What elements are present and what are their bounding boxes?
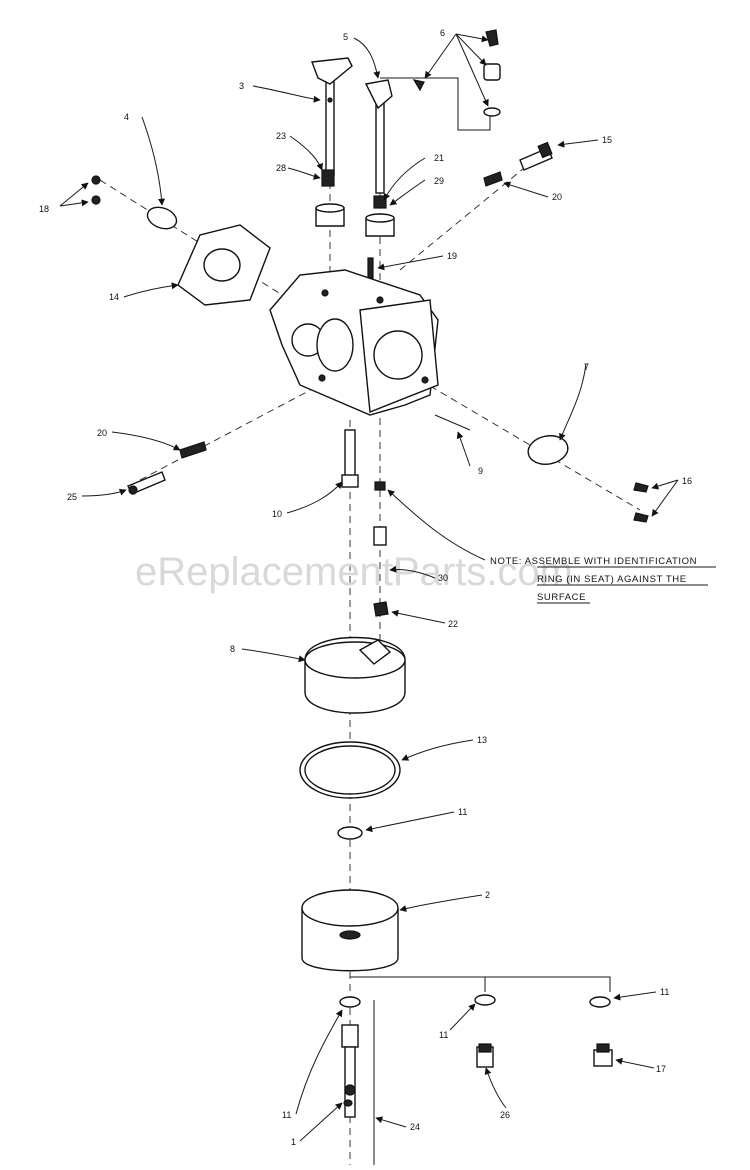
plate-part-4 bbox=[146, 206, 178, 230]
watermark: eReplacementParts.com bbox=[135, 550, 573, 594]
screws-part-16 bbox=[633, 482, 649, 523]
plate-part-7 bbox=[527, 435, 569, 465]
callout-22: 22 bbox=[448, 619, 458, 629]
washer-part-11-top bbox=[337, 826, 363, 840]
pin-part-9 bbox=[434, 414, 471, 431]
spring-part-20-lower bbox=[179, 441, 207, 459]
screw-and-washer-part-6 bbox=[412, 29, 501, 117]
callout-11-right: 11 bbox=[660, 987, 669, 997]
seal-part-21 bbox=[365, 213, 395, 237]
spring-part-23 bbox=[321, 169, 335, 187]
assembly-note: NOTE: ASSEMBLE WITH IDENTIFICATION RING … bbox=[490, 556, 716, 604]
note-line-1: NOTE: ASSEMBLE WITH IDENTIFICATION bbox=[490, 556, 697, 567]
callout-20-top: 20 bbox=[552, 192, 562, 202]
clip-part-22 bbox=[373, 601, 389, 617]
callout-5: 5 bbox=[343, 32, 348, 42]
callout-10: 10 bbox=[272, 509, 282, 519]
assembly-axis-lines bbox=[99, 77, 641, 1165]
callout-11-left: 11 bbox=[282, 1110, 291, 1120]
screws-part-18 bbox=[91, 175, 101, 205]
gasket-part-14 bbox=[177, 224, 271, 306]
callout-1: 1 bbox=[291, 1137, 296, 1147]
callout-7: 7 bbox=[584, 362, 589, 372]
float-part-8 bbox=[304, 636, 406, 714]
callout-6: 6 bbox=[440, 28, 445, 38]
callout-23: 23 bbox=[276, 131, 286, 141]
choke-shaft-part-5 bbox=[364, 79, 393, 194]
callout-14: 14 bbox=[109, 292, 119, 302]
callout-labels: 3 5 6 4 18 23 28 21 29 15 20 19 14 7 9 1… bbox=[39, 28, 692, 1147]
callout-24: 24 bbox=[410, 1122, 420, 1132]
washer-part-11-mid bbox=[474, 994, 496, 1006]
callout-11-mid: 11 bbox=[439, 1030, 448, 1040]
callout-29: 29 bbox=[434, 176, 444, 186]
callout-4: 4 bbox=[124, 112, 129, 122]
needle-seat-part bbox=[374, 481, 386, 491]
callout-19: 19 bbox=[447, 251, 457, 261]
callout-28: 28 bbox=[276, 163, 286, 173]
callout-20-bottom: 20 bbox=[97, 428, 107, 438]
callout-21: 21 bbox=[434, 153, 444, 163]
callout-26: 26 bbox=[500, 1110, 510, 1120]
plug-part-17 bbox=[593, 1043, 613, 1067]
washer-part-11-left bbox=[339, 996, 361, 1008]
callout-8: 8 bbox=[230, 644, 235, 654]
note-line-3: SURFACE bbox=[537, 592, 586, 603]
callout-11-top: 11 bbox=[458, 807, 467, 817]
washer-part-1 bbox=[343, 1099, 353, 1107]
callout-18: 18 bbox=[39, 204, 49, 214]
inlet-needle-part-30 bbox=[373, 526, 387, 546]
main-jet-part-10 bbox=[341, 429, 359, 488]
callout-13: 13 bbox=[477, 735, 487, 745]
washer-part-11-right bbox=[589, 996, 611, 1008]
callout-17: 17 bbox=[656, 1064, 666, 1074]
bowl-screw-part-24 bbox=[341, 1024, 359, 1118]
callout-3: 3 bbox=[239, 81, 244, 91]
bowl-gasket-part-13 bbox=[299, 741, 401, 799]
callout-2: 2 bbox=[485, 890, 490, 900]
carburetor-body bbox=[269, 269, 439, 416]
spring-part-29 bbox=[373, 195, 387, 209]
screw-part-25 bbox=[127, 471, 166, 495]
plug-part-26 bbox=[476, 1043, 494, 1068]
seal-part-28 bbox=[315, 203, 345, 227]
callout-16: 16 bbox=[682, 476, 692, 486]
callout-15: 15 bbox=[602, 135, 612, 145]
note-line-2: RING (IN SEAT) AGAINST THE bbox=[537, 574, 687, 585]
callout-30: 30 bbox=[438, 573, 448, 583]
callout-leaders bbox=[59, 33, 679, 1142]
callout-25: 25 bbox=[67, 492, 77, 502]
float-bowl-part-2 bbox=[301, 889, 399, 972]
pin-part-19 bbox=[367, 257, 374, 279]
screw-part-15 bbox=[519, 141, 553, 171]
callout-9: 9 bbox=[478, 466, 483, 476]
throttle-shaft-part-3 bbox=[311, 57, 353, 176]
spring-part-20-upper bbox=[483, 171, 503, 187]
